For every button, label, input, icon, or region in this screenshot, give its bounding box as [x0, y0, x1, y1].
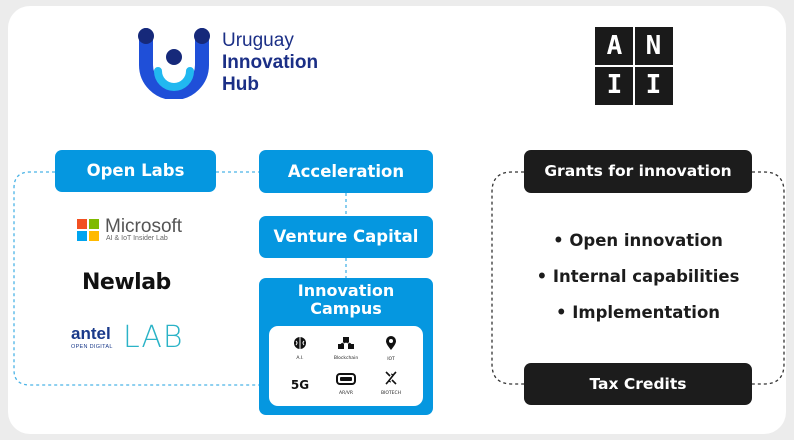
bullet-implementation: • Implementation [555, 303, 721, 322]
caption-biotech: BIOTECH [380, 391, 402, 396]
hub-logo-line3: Hub [222, 74, 259, 95]
tax-credits-box: Tax Credits [524, 363, 752, 405]
right-bracket-line [491, 171, 785, 385]
antel-sub: OPEN DIGITAL [71, 344, 113, 350]
bullet-open-innovation: • Open innovation [553, 231, 723, 250]
campus-blockchain: Blockchain [326, 336, 366, 361]
campus-biotech: BIOTECH [371, 371, 411, 396]
anii-letter-i1: I [606, 70, 623, 100]
location-pin-icon [386, 336, 396, 350]
campus-arvr: AR/VR [326, 372, 366, 396]
caption-ai: A.I. [296, 356, 304, 361]
hub-logo-line2: Innovation [222, 52, 319, 73]
anii-logo: A N I I [595, 27, 673, 105]
campus-5g: 5G [280, 376, 320, 394]
microsoft-name: Microsoft [105, 216, 183, 237]
campus-title-line2: Campus [310, 299, 382, 318]
antel-name: antel [71, 324, 111, 343]
hub-logo-text: Uruguay Innovation Hub [222, 30, 318, 96]
microsoft-windows-icon [77, 219, 99, 241]
anii-letter-n: N [645, 31, 662, 61]
anii-letter-a: A [606, 31, 623, 61]
vr-headset-icon [336, 373, 356, 385]
5g-icon: 5G [290, 378, 310, 392]
blockchain-icon [338, 337, 354, 349]
campus-title: Innovation Campus [259, 282, 433, 318]
innovation-campus-box: Innovation Campus A.I. Blockchain IOT 5G… [259, 278, 433, 415]
hub-logo-line1: Uruguay [222, 30, 294, 51]
newlab-logo: Newlab [82, 270, 171, 295]
caption-arvr: AR/VR [339, 391, 353, 396]
grants-box: Grants for innovation [524, 150, 752, 193]
microsoft-sub: AI & IoT Insider Lab [106, 235, 168, 242]
brain-icon [294, 337, 306, 349]
caption-blockchain: Blockchain [333, 356, 359, 361]
bullet-internal-capabilities: • Internal capabilities [536, 267, 740, 286]
venture-capital-box: Venture Capital [259, 216, 433, 258]
caption-iot: IOT [387, 357, 395, 362]
open-labs-box: Open Labs [55, 150, 216, 192]
lab-text: LAB [123, 320, 184, 355]
dna-icon [385, 371, 397, 385]
acceleration-box: Acceleration [259, 150, 433, 193]
hub-logo-mark [138, 28, 210, 99]
campus-iot: IOT [371, 335, 411, 362]
campus-ai: A.I. [280, 336, 320, 361]
grants-bullet-list: • Open innovation • Internal capabilitie… [524, 228, 752, 336]
left-bracket-line [13, 171, 259, 386]
campus-icons-panel: A.I. Blockchain IOT 5G AR/VR BIOTECH [269, 326, 423, 406]
anii-letter-i2: I [645, 70, 662, 100]
campus-title-line1: Innovation [297, 281, 395, 300]
